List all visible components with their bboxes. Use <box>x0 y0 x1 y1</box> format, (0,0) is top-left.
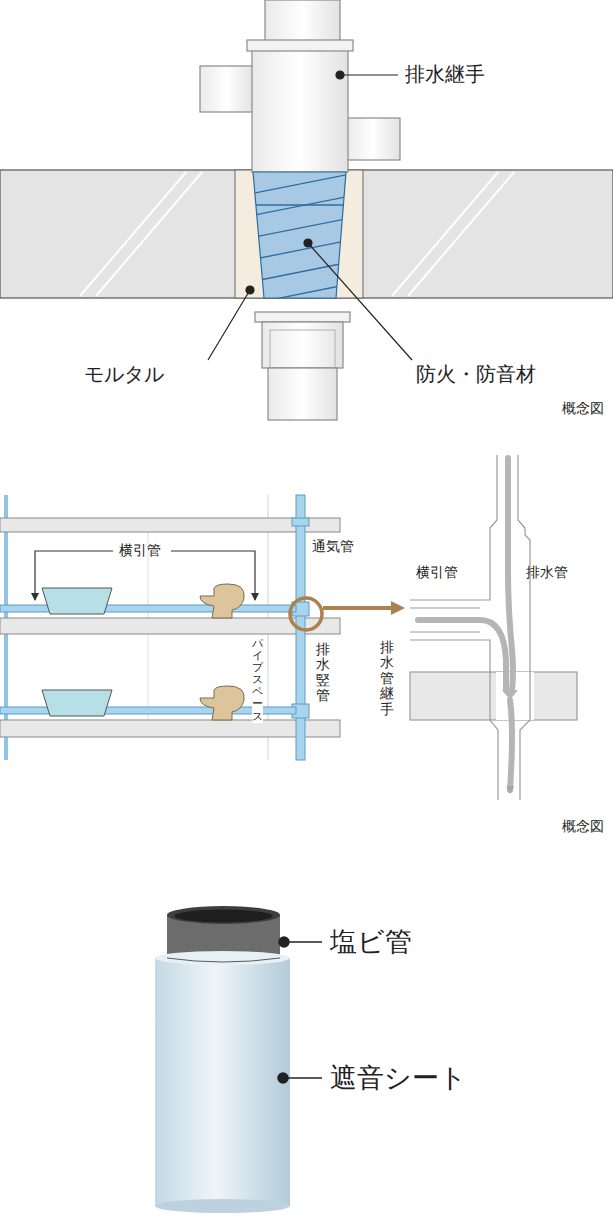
pipe-section <box>0 0 613 420</box>
leader-line <box>278 937 322 1083</box>
part-label: 横引管 <box>416 564 458 581</box>
part-label: 防火・防音材 <box>416 362 536 386</box>
part-label: 排水竪管 <box>316 642 330 704</box>
part-label: 塩ビ管 <box>330 926 412 958</box>
note-label: 概念図 <box>562 818 604 835</box>
note-label: 概念図 <box>562 400 604 417</box>
joint-detail <box>410 455 577 800</box>
part-label: 横引管 <box>119 542 161 559</box>
part-label: モルタル <box>84 362 164 386</box>
part-label: 排水継手 <box>405 62 485 86</box>
part-label: 遮音シート <box>330 1062 467 1094</box>
leader-line <box>208 71 412 360</box>
part-label: 排水管継手 <box>380 640 394 717</box>
building-section <box>0 495 398 760</box>
part-label: パイプスペース <box>252 638 263 723</box>
pipe-with-sheet <box>155 906 290 1213</box>
part-label: 通気管 <box>312 538 354 555</box>
part-label: 排水管 <box>526 564 568 581</box>
